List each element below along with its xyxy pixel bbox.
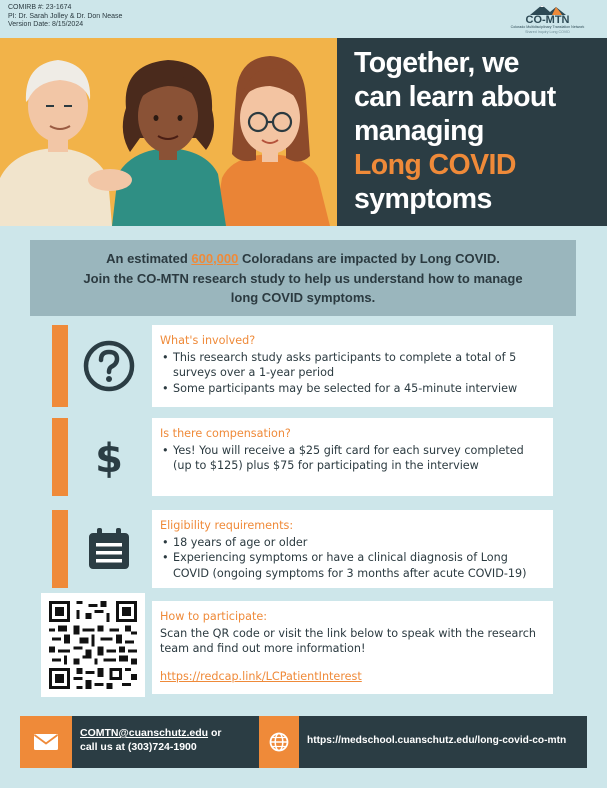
list-item: This research study asks participants to… (160, 350, 545, 381)
hero-line-3: managing (354, 115, 484, 147)
intro-line-3: long COVID symptoms. (230, 290, 376, 305)
hero-line-1: Together, we (354, 47, 519, 79)
list-item: Some participants may be selected for a … (160, 381, 545, 397)
contact-footer: COMTN@cuanschutz.edu or call us at (303)… (20, 716, 587, 768)
intro-line-1: An estimated 600,000 Coloradans are impa… (30, 249, 576, 269)
svg-text:$: $ (95, 436, 123, 482)
logo-tagline: Shared Inquiry Long COVID (525, 29, 570, 34)
intro-banner: An estimated 600,000 Coloradans are impa… (30, 240, 576, 316)
website-link[interactable]: https://medschool.cuanschutz.edu/long-co… (307, 735, 567, 746)
phone-number: call us at (303)724-1900 (80, 741, 197, 753)
version-date: Version Date: 8/15/2024 (8, 21, 84, 28)
people-illustration-icon (0, 38, 337, 226)
section-heading: How to participate: (160, 610, 268, 623)
clipboard-list-icon (68, 510, 150, 588)
list-item: Experiencing symptoms or have a clinical… (160, 550, 545, 581)
list-item: Yes! You will receive a $25 gift card fo… (160, 443, 545, 474)
hero-line-4: Long COVID (354, 149, 516, 181)
section-compensation: $ Is there compensation? Yes! You will r… (52, 418, 553, 496)
dollar-icon: $ (68, 418, 150, 496)
info-card: Eligibility requirements: 18 years of ag… (152, 510, 553, 588)
mountain-logo-icon (529, 5, 566, 15)
email-suffix: or (208, 727, 222, 739)
section-heading: Eligibility requirements: (160, 519, 294, 532)
bullet-list: This research study asks participants to… (160, 350, 545, 397)
hero-illustration (0, 38, 337, 226)
qr-code-graphic (49, 601, 137, 689)
participate-body: Scan the QR code or visit the link below… (160, 626, 536, 656)
email-link[interactable]: COMTN@cuanschutz.edu (80, 727, 209, 739)
section-heading: Is there compensation? (160, 427, 291, 440)
globe-icon (259, 716, 299, 768)
bullet-list: Yes! You will receive a $25 gift card fo… (160, 443, 545, 474)
impact-number: 600,000 (191, 251, 239, 266)
accent-bar (52, 418, 68, 496)
section-how-to-participate: How to participate: Scan the QR code or … (52, 601, 553, 694)
list-item: 18 years of age or older (160, 535, 545, 551)
logo-subtitle: Colorado Multidisciplinary Translation N… (510, 25, 585, 29)
question-circle-icon (68, 325, 150, 407)
bullet-list: 18 years of age or older Experiencing sy… (160, 535, 545, 582)
info-card: Is there compensation? Yes! You will rec… (152, 418, 553, 496)
section-heading: What's involved? (160, 334, 256, 347)
intro-post: Coloradans are impacted by Long COVID. (238, 251, 500, 266)
info-card: How to participate: Scan the QR code or … (152, 601, 553, 694)
contact-info: COMTN@cuanschutz.edu or call us at (303)… (80, 726, 260, 754)
hero-line-5: symptoms (354, 183, 492, 215)
hero-title: Together, we can learn about managing Lo… (337, 38, 607, 226)
comirb-number: COMIRB #: 23-1674 (8, 4, 72, 11)
qr-code-icon[interactable] (41, 593, 145, 697)
accent-bar (52, 510, 68, 588)
co-mtn-logo: CO-MTN Colorado Multidisciplinary Transl… (500, 3, 595, 37)
intro-line-2: Join the CO-MTN research study to help u… (83, 270, 523, 286)
principal-investigators: PI: Dr. Sarah Jolley & Dr. Don Nease (8, 12, 123, 20)
hero-banner: Together, we can learn about managing Lo… (0, 38, 607, 226)
study-meta: COMIRB #: 23-1674 PI: Dr. Sarah Jolley &… (8, 4, 122, 30)
envelope-icon (20, 716, 72, 768)
section-eligibility: Eligibility requirements: 18 years of ag… (52, 510, 553, 588)
signup-link[interactable]: https://redcap.link/LCPatientInterest (160, 669, 362, 683)
info-card: What's involved? This research study ask… (152, 325, 553, 407)
hero-line-2: can learn about (354, 81, 556, 113)
section-whats-involved: What's involved? This research study ask… (52, 325, 553, 407)
accent-bar (52, 325, 68, 407)
intro-pre: An estimated (106, 251, 192, 266)
logo-name: CO-MTN (525, 14, 570, 26)
